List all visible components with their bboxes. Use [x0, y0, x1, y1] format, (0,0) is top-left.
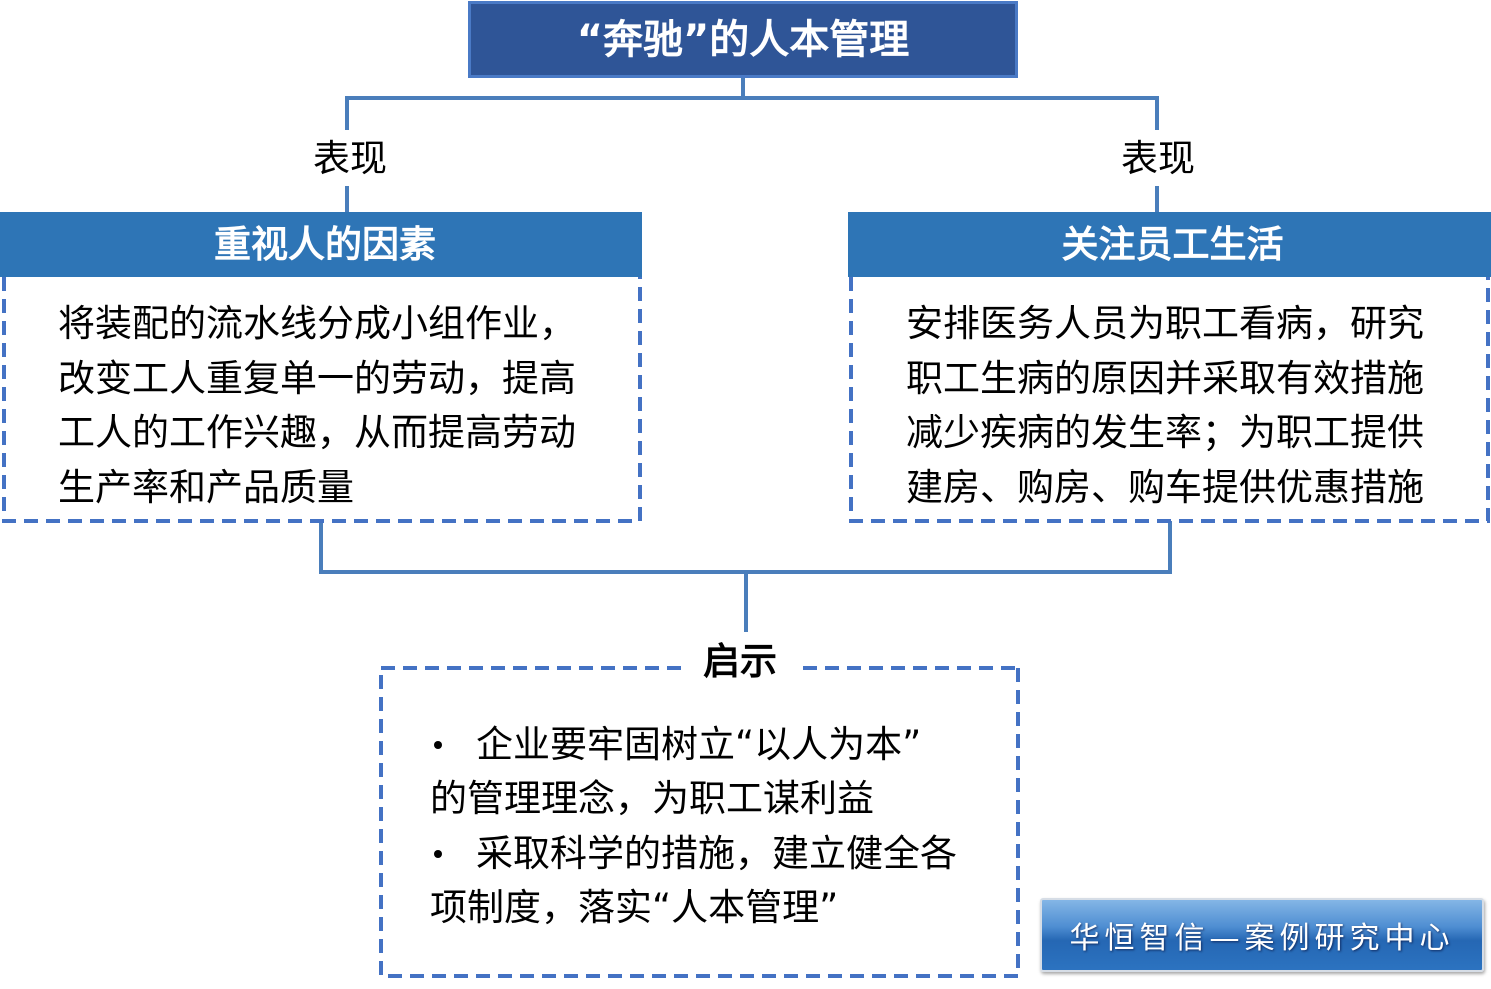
right-content-line: 安排医务人员为职工看病，研究 — [906, 302, 1424, 345]
watermark-badge: 华恒智信—案例研究中心 — [1040, 898, 1484, 972]
right-content-line: 建房、购房、购车提供优惠措施 — [906, 465, 1424, 509]
page-title: “奔驰”的人本管理 — [576, 16, 910, 63]
right-content-line: 职工生病的原因并采取有效措施 — [906, 356, 1424, 400]
insight-item-line: 项制度，落实“人本管理” — [430, 886, 839, 930]
insight-border — [379, 668, 1020, 978]
insight-item-line: 采取科学的措施，建立健全各 — [430, 827, 957, 881]
insight-item-text: 采取科学的措施，建立健全各 — [476, 831, 957, 875]
right-relation-label: 表现 — [1121, 137, 1195, 180]
watermark-text: 华恒智信—案例研究中心 — [1069, 921, 1455, 956]
right-content-border — [849, 277, 1490, 523]
insight-item-line: 的管理理念，为职工谋利益 — [430, 777, 874, 821]
insight-list: 企业要牢固树立“以人为本” 的管理理念，为职工谋利益 采取科学的措施，建立健全各… — [430, 718, 957, 936]
left-content-line: 将装配的流水线分成小组作业， — [58, 302, 576, 345]
right-content-line: 减少疾病的发生率；为职工提供 — [906, 411, 1424, 454]
title-box: “奔驰”的人本管理 — [468, 1, 1018, 78]
right-heading-box: 关注员工生活 — [848, 212, 1491, 277]
connector-top-branch — [345, 96, 1159, 130]
right-heading: 关注员工生活 — [1061, 223, 1284, 266]
insight-item-line: 企业要牢固树立“以人为本” — [430, 718, 957, 772]
insight-item: 采取科学的措施，建立健全各 项制度，落实“人本管理” — [430, 827, 957, 936]
connector-bottom-merge — [319, 521, 1172, 574]
insight-label: 启示 — [703, 640, 777, 683]
left-content-border — [2, 277, 642, 523]
left-content: 将装配的流水线分成小组作业， 改变工人重复单一的劳动，提高 工人的工作兴趣，从而… — [58, 297, 576, 515]
left-content-line: 工人的工作兴趣，从而提高劳动 — [58, 411, 576, 454]
left-content-line: 改变工人重复单一的劳动，提高 — [58, 356, 576, 400]
insight-item: 企业要牢固树立“以人为本” 的管理理念，为职工谋利益 — [430, 718, 957, 827]
insight-item-text: 企业要牢固树立“以人为本” — [476, 723, 922, 766]
bullet-icon — [434, 741, 442, 749]
right-content: 安排医务人员为职工看病，研究 职工生病的原因并采取有效措施 减少疾病的发生率；为… — [906, 297, 1424, 515]
left-relation-label: 表现 — [313, 137, 387, 180]
bullet-icon — [434, 849, 442, 858]
left-heading-box: 重视人的因素 — [0, 212, 642, 277]
left-content-line: 生产率和产品质量 — [58, 465, 354, 509]
left-heading: 重视人的因素 — [214, 223, 436, 266]
